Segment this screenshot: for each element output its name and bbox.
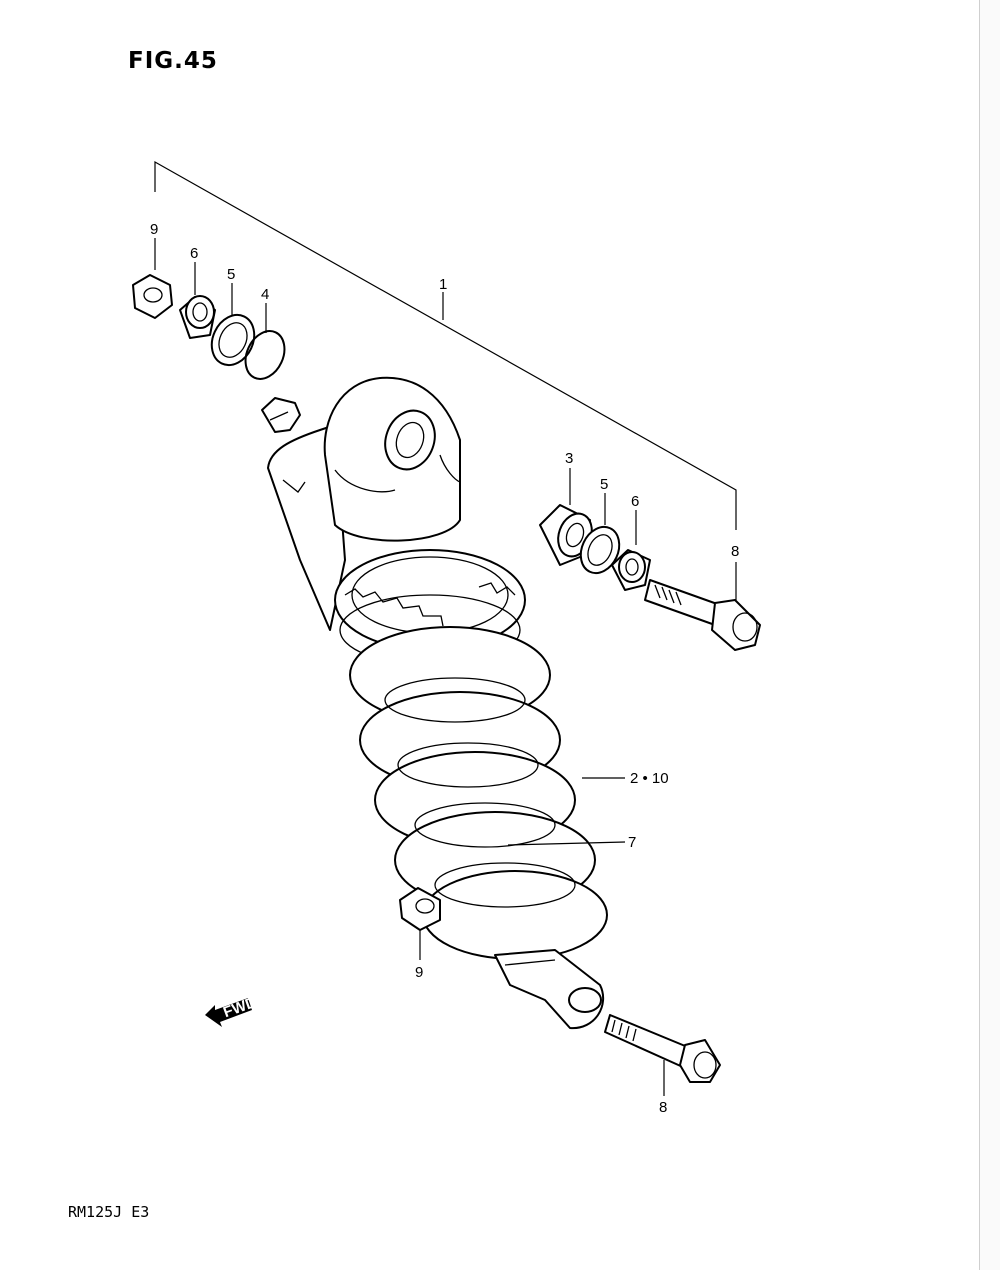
bushing-right — [611, 510, 651, 591]
callout-3: 3 — [565, 450, 573, 467]
fwd-arrow-icon: FWD — [205, 994, 259, 1027]
lower-clevis — [494, 949, 605, 1030]
oil-seal-left — [210, 283, 256, 367]
coil-spring — [349, 626, 608, 960]
callout-5-left: 5 — [227, 266, 235, 283]
bushing-left — [179, 262, 216, 339]
upper-mount-housing — [323, 376, 461, 542]
circlip — [244, 303, 286, 380]
callout-4: 4 — [261, 286, 269, 303]
model-code: RM125J E3 — [68, 1203, 150, 1221]
reservoir-body — [261, 397, 346, 631]
flange-nut-lower — [399, 887, 441, 960]
callout-9-upper: 9 — [150, 221, 158, 238]
callout-6-right: 6 — [631, 493, 639, 510]
flange-nut-upper — [132, 238, 173, 319]
callout-9-lower: 9 — [415, 964, 423, 981]
callout-8-lower: 8 — [659, 1099, 667, 1116]
leader-7 — [507, 841, 626, 846]
callout-6-left: 6 — [190, 245, 198, 262]
page-edge — [979, 0, 1000, 1270]
spacer-bearing — [539, 468, 593, 566]
figure-title: FIG.45 — [128, 48, 218, 74]
bolt-lower — [604, 1014, 721, 1096]
assembly-bracket-line — [154, 160, 737, 530]
fwd-marker-text: FWD — [221, 994, 259, 1022]
oil-seal-right — [579, 493, 621, 575]
callout-7: 7 — [628, 834, 636, 851]
spring-adjuster-nut — [334, 549, 526, 666]
callout-8-upper: 8 — [731, 543, 739, 560]
bolt-upper — [644, 562, 761, 651]
callout-1: 1 — [439, 276, 447, 293]
callout-2-10: 2 • 10 — [630, 770, 669, 787]
callout-5-right: 5 — [600, 476, 608, 493]
